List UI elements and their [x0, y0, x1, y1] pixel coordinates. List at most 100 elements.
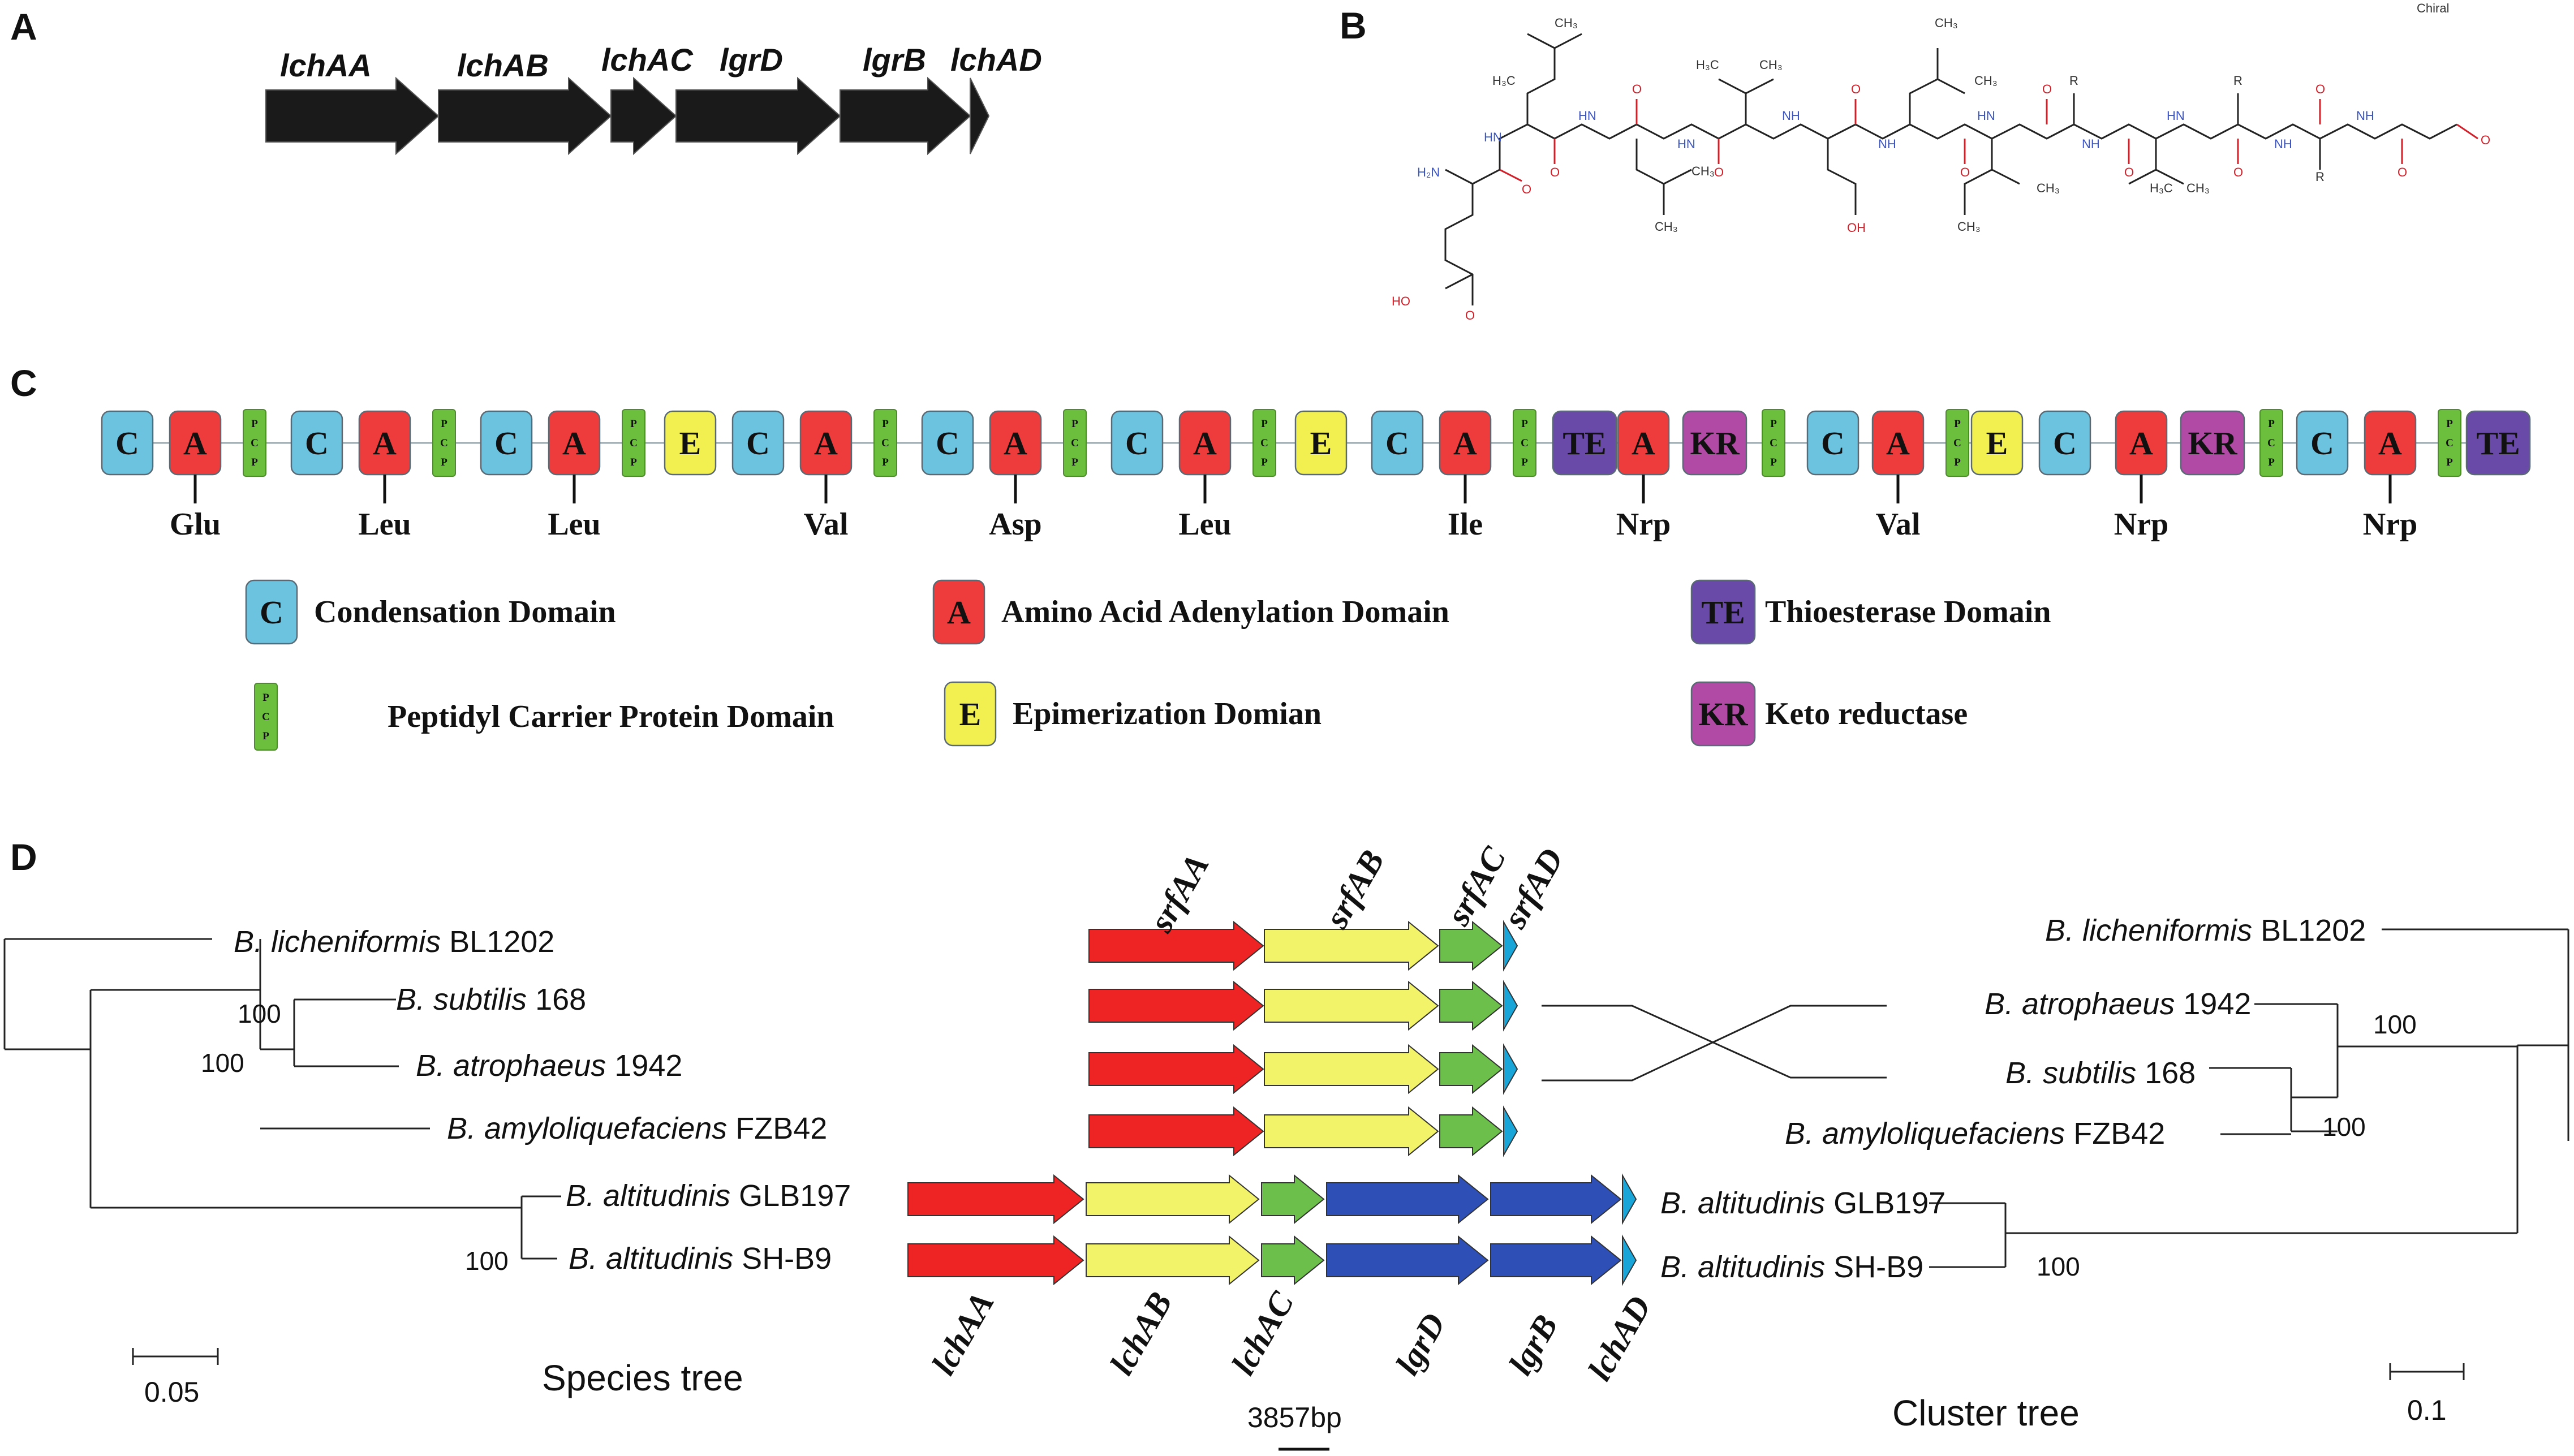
cluster-arrow-srfAA-row4	[1088, 1106, 1264, 1157]
atom-nh-2: NH	[1878, 137, 1896, 151]
legend-label: Epimerization Domian	[1013, 696, 1322, 731]
domain-c-6: C	[480, 410, 533, 476]
domain-letter: C	[115, 425, 139, 462]
atom-ch3-4: CH₃	[1974, 74, 1998, 88]
pcp-letter: P	[1521, 456, 1528, 468]
pcp-letter: C	[1770, 437, 1777, 449]
domain-box	[664, 410, 717, 476]
atom-h3c-1: H₃C	[1492, 74, 1516, 88]
domain-letter: A	[373, 425, 397, 462]
domain-a-28: A	[1871, 410, 1925, 476]
aa-label-leu: Leu	[548, 507, 600, 542]
cluster-arrow-srfAB-row1	[1264, 920, 1439, 971]
domain-a-7: A	[548, 410, 601, 476]
cluster-cross-lines	[1542, 1005, 1887, 1082]
domain-box	[1110, 410, 1164, 476]
cluster-taxon-altitudinis-shb9: B. altitudinis SH-B9	[1660, 1250, 1923, 1284]
pcp-letter: P	[1521, 418, 1528, 430]
species-taxon-atrophaeus: B. atrophaeus 1942	[416, 1049, 682, 1083]
pcp-box	[2438, 409, 2461, 477]
atom-ch3-6: CH₃	[1655, 219, 1678, 234]
domain-pcp-34: PCP	[2259, 409, 2283, 477]
domain-letter: A	[183, 425, 207, 462]
domain-pcp-26: PCP	[1762, 409, 1785, 477]
pcp-letter: C	[1260, 437, 1268, 449]
domain-box	[1690, 579, 1756, 645]
domain-box	[2180, 410, 2245, 476]
pcp-letter: P	[262, 692, 269, 704]
domain-pcp-37: PCP	[2438, 409, 2461, 477]
cluster-arrow-lchAD-row1	[1622, 1173, 1637, 1225]
atom-nh-5: NH	[2356, 109, 2374, 123]
domain-pcp-18: PCP	[1252, 409, 1276, 477]
domain-c-16: C	[1110, 410, 1164, 476]
domain-letter: A	[947, 594, 971, 631]
domain-box	[2465, 410, 2531, 476]
domain-letter: A	[1632, 425, 1655, 462]
gene-label-lchAB: lchAB	[457, 48, 549, 83]
atom-ho-1: HO	[1392, 294, 1410, 308]
pcp-letter: P	[441, 456, 447, 468]
pcp-letter: P	[1770, 418, 1777, 430]
pcp-box	[1945, 409, 1969, 477]
domain-a-32: A	[2115, 410, 2168, 476]
cluster-arrow-srfAD-row1	[1503, 920, 1518, 972]
domain-a-24: A	[1617, 410, 1670, 476]
atom-hn-2: HN	[1578, 109, 1596, 123]
pcp-letter: C	[1953, 437, 1961, 449]
atom-o-4: O	[1714, 165, 1724, 179]
atom-hn-1: HN	[1484, 130, 1502, 144]
gene-label-lchAC: lchAC	[601, 42, 694, 77]
pcp-letter: P	[882, 456, 889, 468]
domain-pcp-15: PCP	[1063, 409, 1087, 477]
species-bootstrap-2: 100	[201, 1048, 244, 1078]
cluster-bootstrap-3: 100	[2037, 1252, 2080, 1281]
domain-letter: E	[679, 425, 701, 462]
gene-label-lgrD: lgrD	[720, 42, 783, 77]
cluster-arrow-srfAB-row3	[1264, 1044, 1439, 1095]
pcp-box	[243, 409, 266, 477]
panel-b: B Chiral	[1340, 1, 2490, 322]
panel-a: A lchAA lchAB lchAC lgrD lgrB lchAD	[10, 6, 1042, 156]
cluster-arrow-lchAA-row1	[907, 1174, 1084, 1225]
domain-pcp-22: PCP	[1513, 409, 1536, 477]
pcp-letter: P	[1954, 418, 1961, 430]
domain-a-11: A	[799, 410, 853, 476]
domain-letter: C	[1821, 425, 1845, 462]
domain-box	[1294, 410, 1348, 476]
atom-labels: CH₃ H₃C CH₃ H₃C CH₃ CH₃ CH₃ CH₃ CH₃ CH₃ …	[1392, 16, 2490, 322]
domain-box	[921, 410, 974, 476]
cluster-bootstrap-2: 100	[2322, 1112, 2366, 1141]
domain-kr-33: KR	[2180, 410, 2245, 476]
peptide-structure	[1444, 33, 2478, 305]
pcp-box	[622, 409, 645, 477]
domain-letter: A	[1453, 425, 1477, 462]
pcp-letter: P	[1071, 456, 1078, 468]
atom-o-11: O	[2397, 165, 2407, 179]
cluster-tree-labels: B. licheniformis BL1202 B. atrophaeus 19…	[1660, 914, 2465, 1433]
domain-te-legend-2: TE	[1690, 579, 1756, 645]
panel-c-letter: C	[10, 362, 37, 404]
atom-r-3: R	[2315, 170, 2325, 184]
domain-c-31: C	[2038, 410, 2091, 476]
pcp-letter: P	[1954, 456, 1961, 468]
cluster-taxon-amyloliquefaciens: B. amyloliquefaciens FZB42	[1785, 1117, 2165, 1151]
atom-o-3: O	[1632, 82, 1642, 96]
cluster-taxon-altitudinis-glb197: B. altitudinis GLB197	[1660, 1186, 1945, 1220]
domain-pcp-8: PCP	[622, 409, 645, 477]
atom-r-1: R	[2069, 74, 2078, 88]
aa-label-asp: Asp	[989, 507, 1041, 542]
domain-letter: C	[936, 425, 959, 462]
domain-letter: C	[746, 425, 770, 462]
cluster-bootstrap-1: 100	[2373, 1010, 2417, 1039]
domain-box	[944, 681, 997, 747]
domain-letter: TE	[1563, 425, 1606, 462]
aa-label-glu: Glu	[170, 507, 221, 542]
domain-kr-legend-5: KR	[1690, 681, 1756, 747]
species-taxon-subtilis: B. subtilis 168	[396, 983, 586, 1016]
domain-box	[1552, 410, 1617, 476]
domain-box	[731, 410, 785, 476]
